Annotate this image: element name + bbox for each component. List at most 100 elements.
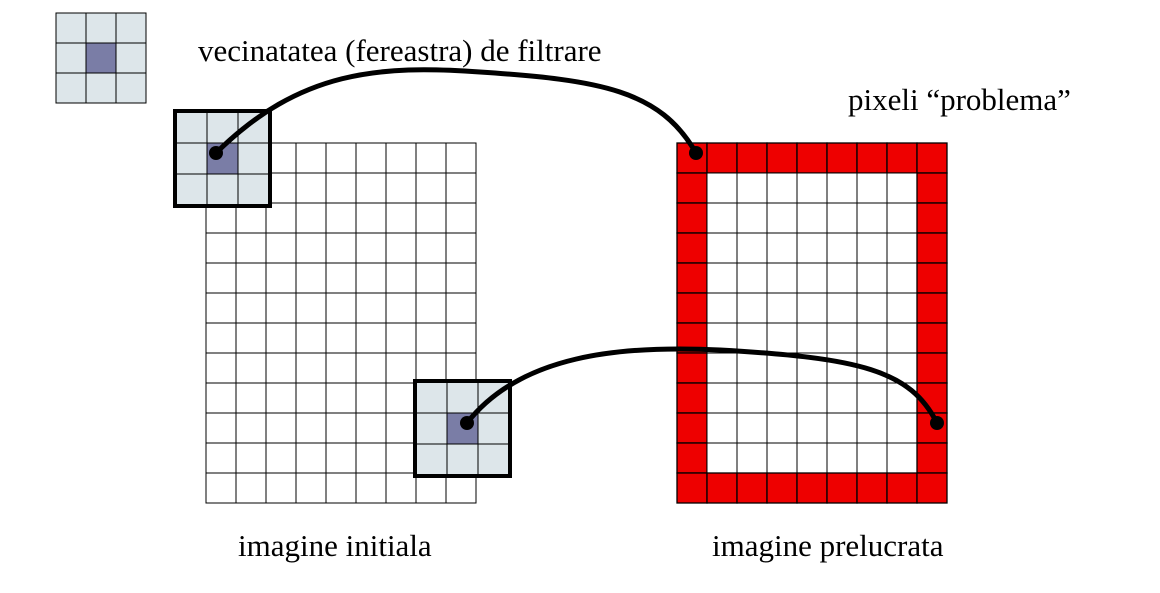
output-pixel [706,442,738,474]
problem-pixel [676,172,708,204]
input-pixel [415,202,447,234]
output-pixel [886,382,918,414]
input-pixel [445,292,477,324]
problem-pixel [736,142,768,174]
output-pixel [886,292,918,324]
input-pixel [385,142,417,174]
output-pixel [706,202,738,234]
window-cell [446,381,479,414]
output-pixel [796,202,828,234]
output-pixel [736,442,768,474]
input-pixel [265,352,297,384]
input-pixel [325,202,357,234]
problem-pixel [676,382,708,414]
inner-window-center-dot [460,416,474,430]
problem-pixel [706,472,738,504]
output-pixel [736,172,768,204]
problem-pixel [916,352,948,384]
output-pixel [796,292,828,324]
input-pixel [265,232,297,264]
input-pixel [265,442,297,474]
problem-pixel [676,352,708,384]
input-pixel [235,322,267,354]
input-pixel [355,442,387,474]
input-pixel [385,202,417,234]
problem-pixel [916,142,948,174]
output-pixel [736,382,768,414]
input-pixel [235,472,267,504]
problem-pixel [916,472,948,504]
output-pixel [766,412,798,444]
input-pixel [325,442,357,474]
input-pixel [385,262,417,294]
input-pixel [355,352,387,384]
output-pixel [736,412,768,444]
input-pixel [355,232,387,264]
problem-pixel [766,472,798,504]
input-pixel [355,382,387,414]
input-pixel [265,472,297,504]
input-image-grid [205,142,477,504]
output-pixel [856,262,888,294]
problem-pixel [676,202,708,234]
input-pixel [325,382,357,414]
input-pixel [445,172,477,204]
problem-pixel [676,232,708,264]
output-pixel [856,292,888,324]
problem-pixel [676,442,708,474]
window-cell [175,111,208,144]
problem-pixel [856,142,888,174]
input-pixel [295,412,327,444]
input-pixel [355,142,387,174]
input-pixel [205,322,237,354]
input-pixel [205,442,237,474]
kernel-cell [115,72,147,104]
output-pixel [736,322,768,354]
output-pixel [826,232,858,264]
problem-pixels-label: pixeli “problema” [848,82,1071,117]
input-pixel [415,322,447,354]
window-cell [477,412,510,445]
problem-pixel [736,472,768,504]
output-pixel [796,442,828,474]
corner-output-dot [689,146,703,160]
input-pixel [385,172,417,204]
window-cell [237,173,270,206]
window-cell [477,443,510,476]
output-pixel [796,262,828,294]
output-pixel [856,322,888,354]
input-pixel [265,292,297,324]
output-pixel [736,232,768,264]
window-cell [415,381,448,414]
output-pixel [766,442,798,474]
output-pixel [766,262,798,294]
input-pixel [355,412,387,444]
output-pixel [826,382,858,414]
input-pixel [445,262,477,294]
output-pixel [706,412,738,444]
output-pixel [886,202,918,234]
input-pixel [325,172,357,204]
problem-pixel [826,472,858,504]
kernel-cell [55,42,87,74]
input-pixel [265,262,297,294]
output-pixel [886,262,918,294]
window-cell [175,142,208,175]
input-pixel [235,292,267,324]
input-pixel [235,442,267,474]
input-pixel [355,292,387,324]
output-image-label: imagine prelucrata [712,528,944,563]
output-image-grid [676,142,948,504]
border-output-dot [930,416,944,430]
input-pixel [385,232,417,264]
input-pixel [385,292,417,324]
window-cell [206,173,239,206]
window-cell [175,173,208,206]
input-pixel [415,142,447,174]
output-pixel [766,322,798,354]
input-pixel [265,382,297,414]
problem-pixel [826,142,858,174]
input-pixel [355,172,387,204]
output-pixel [856,382,888,414]
input-pixel [295,322,327,354]
